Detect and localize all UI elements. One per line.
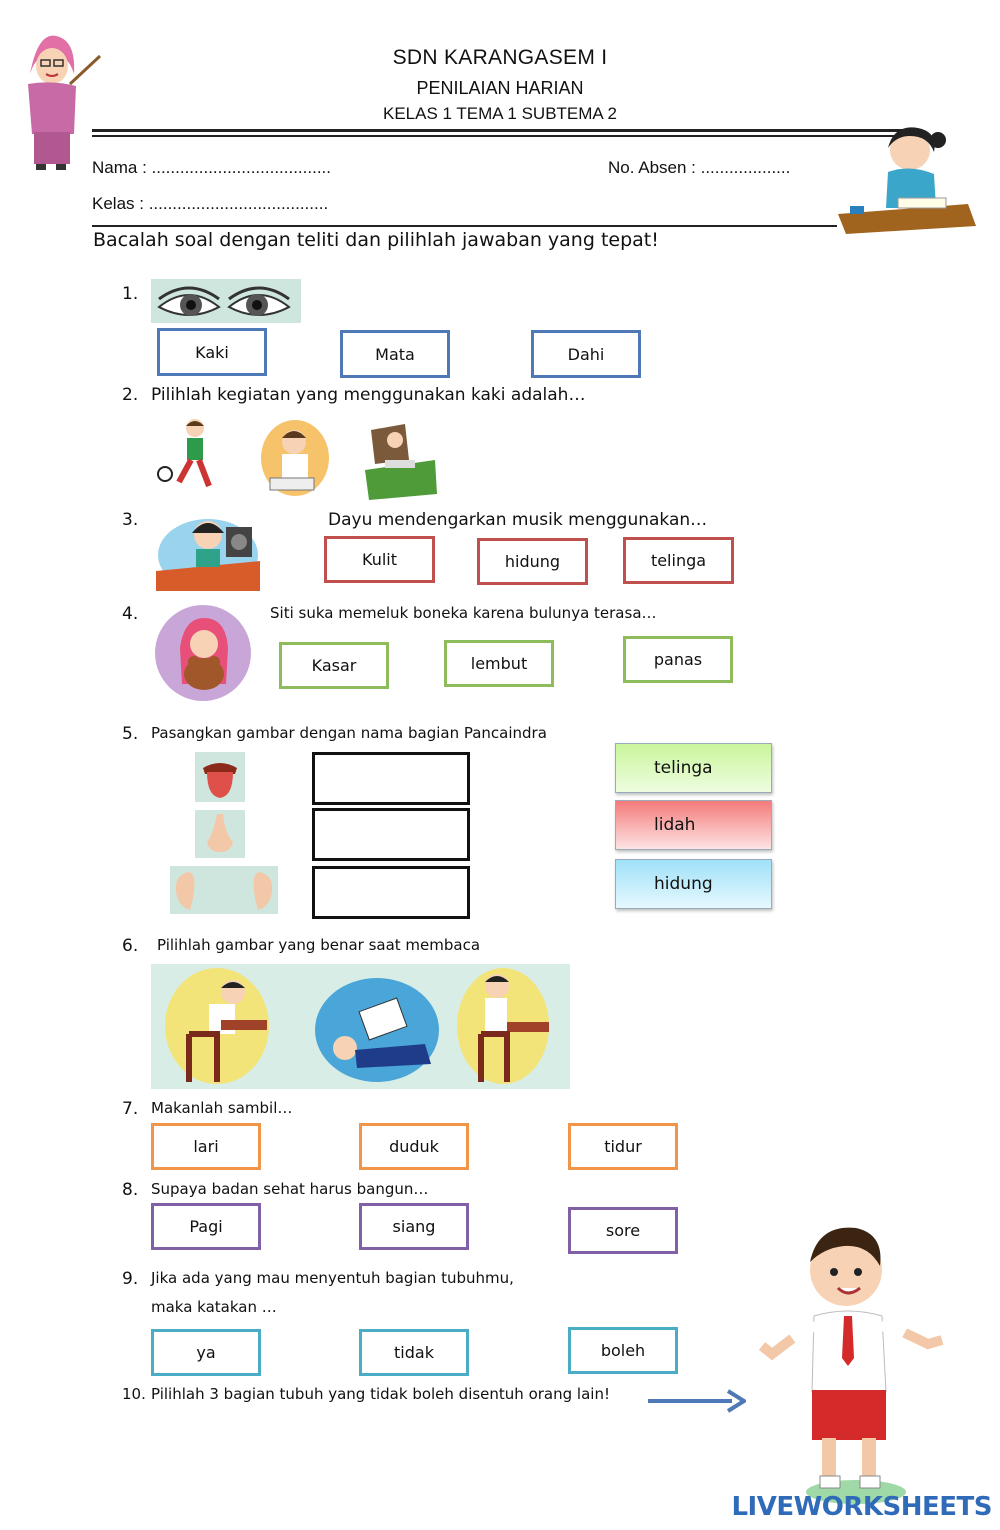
boy-head bbox=[810, 1234, 882, 1306]
q2-text: Pilihlah kegiatan yang menggunakan kaki … bbox=[151, 385, 586, 405]
q9-option-ya[interactable]: ya bbox=[151, 1329, 261, 1376]
q5-answer-slot-2[interactable] bbox=[312, 808, 470, 861]
q7-text: Makanlah sambil… bbox=[151, 1099, 293, 1117]
q7-number: 7. bbox=[122, 1099, 139, 1119]
q4-option-lembut[interactable]: lembut bbox=[444, 640, 554, 687]
boy-lower-body bbox=[812, 1390, 886, 1440]
q4-number: 4. bbox=[122, 604, 139, 624]
q10-text: Pilihlah 3 bagian tubuh yang tidak boleh… bbox=[151, 1385, 610, 1403]
liveworksheets-logo[interactable]: LIVEWORKSHEETS bbox=[731, 1492, 992, 1522]
q10-number: 10. bbox=[122, 1385, 146, 1403]
q6-number: 6. bbox=[122, 936, 139, 956]
q4-option-panas[interactable]: panas bbox=[623, 636, 733, 683]
q3-text: Dayu mendengarkan musik menggunakan… bbox=[328, 510, 708, 530]
q3-option-telinga[interactable]: telinga bbox=[623, 537, 734, 584]
student-writing-illustration bbox=[838, 122, 978, 237]
arrow-right-icon bbox=[648, 1389, 746, 1413]
reading-posture-pictures bbox=[151, 964, 570, 1089]
q1-option-mata[interactable]: Mata bbox=[340, 330, 450, 378]
q5-answer-slot-3[interactable] bbox=[312, 866, 470, 919]
q3-option-hidung[interactable]: hidung bbox=[477, 538, 588, 585]
teacher-illustration bbox=[8, 14, 108, 174]
q8-option-siang[interactable]: siang bbox=[359, 1203, 469, 1250]
exam-title: PENILAIAN HARIAN bbox=[416, 78, 584, 98]
header-rule-bottom bbox=[92, 135, 904, 137]
q1-number: 1. bbox=[122, 284, 139, 304]
q9-text: Jika ada yang mau menyentuh bagian tubuh… bbox=[151, 1269, 514, 1287]
q5-text: Pasangkan gambar dengan nama bagian Panc… bbox=[151, 724, 547, 742]
header-rule-top bbox=[92, 129, 904, 132]
kelas-field[interactable]: Kelas : ................................… bbox=[92, 194, 329, 213]
q9-number: 9. bbox=[122, 1269, 139, 1289]
girl-listening-music-picture bbox=[156, 505, 260, 591]
nose-picture bbox=[195, 810, 245, 858]
q8-option-pagi[interactable]: Pagi bbox=[151, 1203, 261, 1250]
reading-posture-option-3 bbox=[457, 968, 549, 1084]
boy-reading-picture[interactable] bbox=[260, 418, 330, 496]
girl-hugging-doll-picture bbox=[154, 604, 252, 702]
q7-option-tidur[interactable]: tidur bbox=[568, 1123, 678, 1170]
q3-number: 3. bbox=[122, 510, 139, 530]
nama-field[interactable]: Nama : .................................… bbox=[92, 158, 331, 177]
q1-option-dahi[interactable]: Dahi bbox=[531, 330, 641, 378]
q4-text: Siti suka memeluk boneka karena bulunya … bbox=[270, 604, 657, 622]
q9-text-line2: maka katakan … bbox=[151, 1298, 277, 1316]
school-name: SDN KARANGASEM I bbox=[392, 46, 608, 69]
q5-answer-slot-1[interactable] bbox=[312, 752, 470, 805]
reading-posture-option-2 bbox=[315, 978, 439, 1082]
desk-picture[interactable] bbox=[365, 420, 439, 500]
boy-body-illustration[interactable] bbox=[758, 1222, 952, 1507]
q4-option-kasar[interactable]: Kasar bbox=[279, 642, 389, 689]
q3-option-kulit[interactable]: Kulit bbox=[324, 536, 435, 583]
q5-drag-telinga[interactable]: telinga bbox=[615, 743, 772, 793]
absen-field[interactable]: No. Absen : ................... bbox=[608, 158, 791, 177]
reading-posture-option-1 bbox=[165, 968, 269, 1084]
q9-option-tidak[interactable]: tidak bbox=[359, 1329, 469, 1376]
q1-option-kaki[interactable]: Kaki bbox=[157, 328, 267, 376]
q8-text: Supaya badan sehat harus bangun… bbox=[151, 1180, 429, 1198]
boy-playing-football-picture[interactable] bbox=[155, 416, 225, 498]
tongue-picture bbox=[195, 752, 245, 802]
q8-number: 8. bbox=[122, 1180, 139, 1200]
q5-number: 5. bbox=[122, 724, 139, 744]
ears-picture bbox=[170, 866, 278, 914]
q2-number: 2. bbox=[122, 385, 139, 405]
q9-option-boleh[interactable]: boleh bbox=[568, 1327, 678, 1374]
eyes-picture bbox=[151, 279, 301, 323]
q6-text: Pilihlah gambar yang benar saat membaca bbox=[157, 936, 481, 954]
instruction-text: Bacalah soal dengan teliti dan pilihlah … bbox=[93, 229, 659, 251]
q5-drag-lidah[interactable]: lidah bbox=[615, 800, 772, 850]
q8-option-sore[interactable]: sore bbox=[568, 1207, 678, 1254]
q7-option-duduk[interactable]: duduk bbox=[359, 1123, 469, 1170]
exam-subtitle: KELAS 1 TEMA 1 SUBTEMA 2 bbox=[382, 104, 617, 123]
q7-option-lari[interactable]: lari bbox=[151, 1123, 261, 1170]
fields-rule bbox=[92, 225, 837, 227]
q5-drag-hidung[interactable]: hidung bbox=[615, 859, 772, 909]
